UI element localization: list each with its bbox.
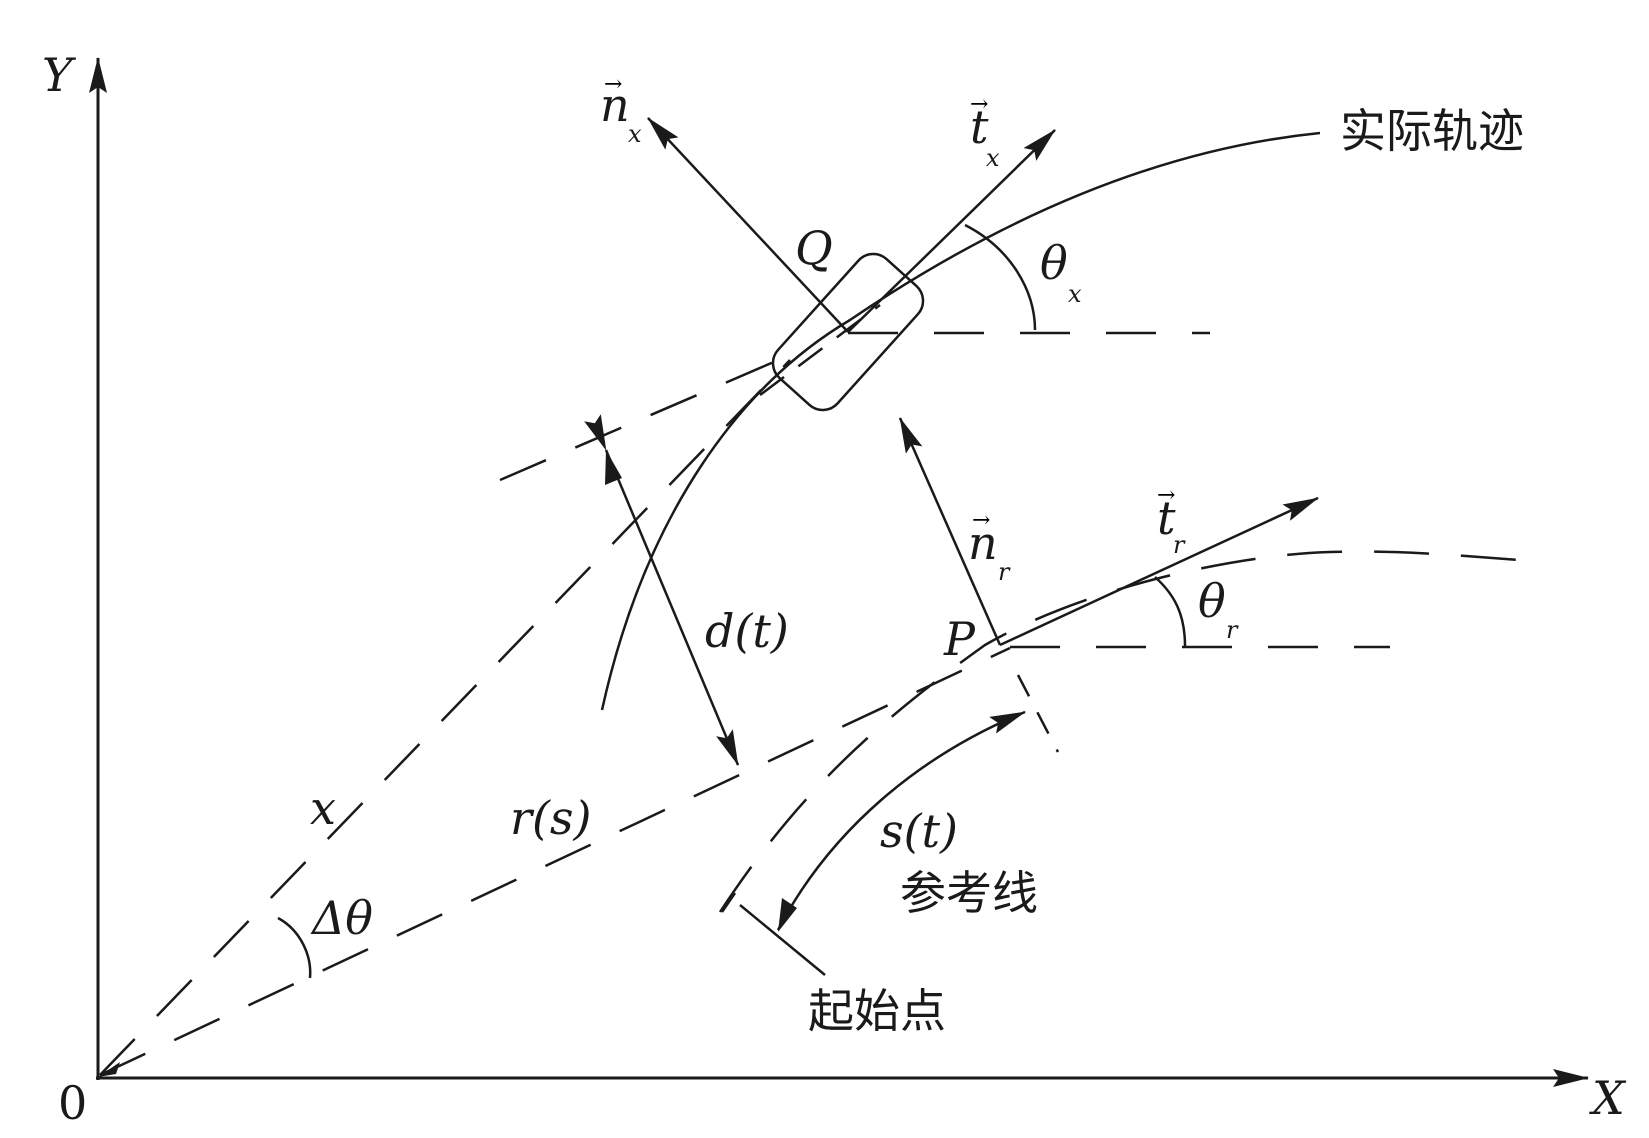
vector-arrow-icon: → [972, 508, 991, 533]
trajectory-label: 实际轨迹 [1340, 104, 1524, 158]
reference-line-curve [718, 550, 1521, 913]
theta-x-label: θ x [1040, 236, 1082, 308]
t-x-label: → t x [970, 92, 1000, 172]
t-x-vector [847, 129, 1056, 333]
theta-r-arc [1154, 576, 1187, 647]
n-x-vector [647, 117, 849, 333]
start-point-leader [739, 904, 826, 976]
theta-r-label: θ r [1198, 574, 1238, 644]
x-vector-label: x [310, 781, 336, 835]
x-dashed-line [99, 359, 791, 1076]
r-s-label: r(s) [510, 791, 592, 845]
start-point-label: 起始点 [808, 984, 946, 1038]
vector-arrow-icon: → [604, 72, 623, 97]
theta-x-arc [964, 223, 1037, 331]
reference-line-label: 参考线 [900, 866, 1038, 920]
vector-arrow-icon: → [1157, 483, 1176, 508]
y-axis-label: Y [42, 48, 73, 102]
start-point-tick [720, 892, 737, 913]
d-t-double-arrow [584, 414, 740, 766]
s-t-label: s(t) [880, 804, 958, 858]
p-to-reference-dashed [1016, 674, 1060, 753]
r-s-dashed-line [99, 646, 1011, 1077]
d-t-label: d(t) [705, 604, 789, 658]
vehicle-box [771, 252, 925, 412]
vehicle-rear-dashed-line [499, 353, 791, 482]
d-t-top-arrowhead [605, 450, 622, 485]
point-q-label: Q [795, 221, 833, 275]
s-t-curved-arrow [776, 710, 1026, 931]
delta-theta-label: Δθ [312, 891, 373, 945]
origin-label: 0 [58, 1076, 88, 1130]
origin-arrowhead [98, 1062, 120, 1077]
s-t-start-arrowhead [778, 898, 797, 932]
n-r-label: → n r [968, 508, 1010, 586]
t-r-label: → t r [1157, 483, 1185, 559]
delta-theta-arc [277, 916, 312, 979]
n-r-vector [898, 417, 1002, 646]
x-axis-label: X [1592, 1071, 1625, 1125]
t-r-vector [999, 496, 1319, 647]
point-p-label: P [944, 612, 975, 666]
n-x-label: → n x [600, 72, 642, 148]
vector-arrow-icon: → [970, 92, 989, 117]
